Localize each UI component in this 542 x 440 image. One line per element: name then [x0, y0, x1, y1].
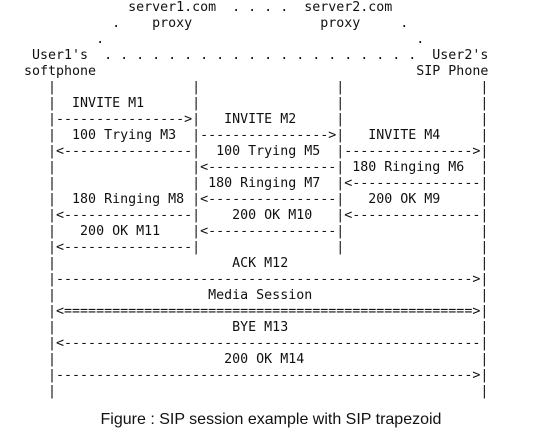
diagram-line: softphone SIP Phone	[0, 64, 489, 79]
diagram-line: server1.com . . . . server2.com	[0, 0, 393, 15]
diagram-line: |---------------------------------------…	[0, 272, 489, 287]
diagram-line: | ACK M12 |	[0, 256, 489, 271]
diagram-line: | 200 OK M14 |	[0, 352, 489, 367]
sip-trapezoid-diagram: server1.com . . . . server2.com . proxy …	[0, 0, 489, 399]
diagram-line: | | 180 Ringing M7 |<----------------|	[0, 176, 489, 191]
diagram-line: |---------------->| INVITE M2 | |	[0, 112, 489, 127]
diagram-line: | | | |	[0, 80, 489, 95]
diagram-line: |<--------------------------------------…	[0, 336, 489, 351]
diagram-line: |<----------------| | |	[0, 240, 489, 255]
diagram-line: | Media Session |	[0, 288, 489, 303]
diagram-line: . .	[0, 32, 425, 47]
diagram-line: | BYE M13 |	[0, 320, 489, 335]
diagram-line: | 200 OK M11 |<----------------| |	[0, 224, 489, 239]
diagram-line: | |<----------------| 180 Ringing M6 |	[0, 160, 489, 175]
diagram-line: | INVITE M1 | | |	[0, 96, 489, 111]
diagram-line: | 180 Ringing M8 |<----------------| 200…	[0, 192, 489, 207]
diagram-line: |<----------------| 200 OK M10 |<-------…	[0, 208, 489, 223]
diagram-line: . proxy proxy .	[0, 16, 409, 31]
figure-caption: Figure : SIP session example with SIP tr…	[100, 411, 442, 428]
diagram-line: |<======================================…	[0, 304, 489, 319]
diagram-line: | 100 Trying M3 |---------------->| INVI…	[0, 128, 489, 143]
diagram-line: |---------------------------------------…	[0, 368, 489, 383]
diagram-line: |<----------------| 100 Trying M5 |-----…	[0, 144, 489, 159]
diagram-line: | |	[0, 384, 489, 399]
diagram-line: User1's . . . . . . . . . . . . . . . . …	[0, 48, 489, 63]
